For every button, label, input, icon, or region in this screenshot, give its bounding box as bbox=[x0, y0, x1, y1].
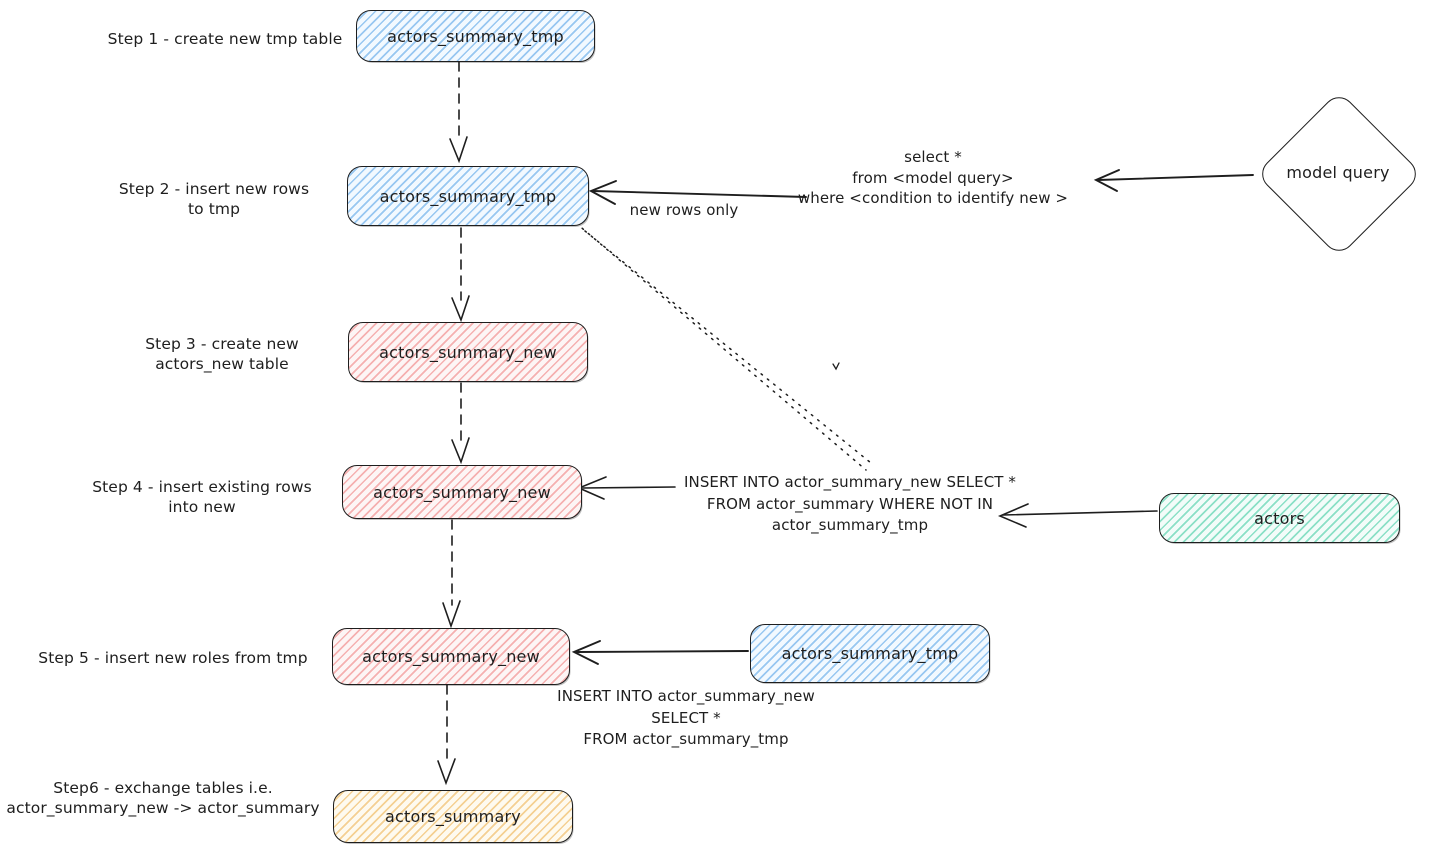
dotted-link-step2-to-step4-sql bbox=[575, 222, 872, 471]
step2-label: Step 2 - insert new rows to tmp bbox=[118, 180, 310, 218]
node-step3-actors-summary-new: actors_summary_new bbox=[348, 322, 588, 382]
arrow-step1-to-step2 bbox=[449, 61, 468, 164]
node-label: actors_summary_tmp bbox=[387, 26, 564, 46]
arrow-model-query-to-sql bbox=[1093, 169, 1254, 192]
step5-label: Step 5 - insert new roles from tmp bbox=[38, 649, 308, 667]
node-label: actors_summary_new bbox=[362, 647, 540, 666]
step6-label: Step6 - exchange tables i.e. actor_summa… bbox=[6, 779, 320, 817]
step5-sql-text: INSERT INTO actor_summary_new SELECT * F… bbox=[557, 687, 815, 748]
node-step5-actors-summary-new: actors_summary_new bbox=[332, 628, 570, 685]
arrow-sql-to-step4-box bbox=[576, 476, 676, 500]
node-step5-source-actors-summary-tmp: actors_summary_tmp bbox=[750, 624, 990, 683]
node-label: actors_summary_new bbox=[373, 482, 551, 502]
node-label: actors_summary_new bbox=[379, 342, 557, 362]
node-step2-actors-summary-tmp: actors_summary_tmp bbox=[347, 166, 589, 226]
node-step1-actors-summary-tmp: actors_summary_tmp bbox=[356, 10, 595, 62]
node-label: actors_summary_tmp bbox=[781, 644, 959, 663]
node-label: actors_summary_tmp bbox=[379, 186, 557, 206]
node-step4-actors-summary-new: actors_summary_new bbox=[342, 465, 582, 519]
node-label: actors bbox=[1254, 508, 1305, 528]
node-step6-actors-summary: actors_summary bbox=[333, 790, 573, 843]
arrow-step2-to-step3 bbox=[451, 227, 470, 323]
model-query-label: model query bbox=[1286, 163, 1390, 182]
step3-label: Step 3 - create new actors_new table bbox=[145, 335, 299, 373]
arrow-tmp-to-step5-box bbox=[571, 640, 749, 665]
step4-label: Step 4 - insert existing rows into new bbox=[92, 478, 312, 516]
step4-sql-text: INSERT INTO actor_summary_new SELECT * F… bbox=[683, 473, 1017, 534]
arrow-step4-to-step5 bbox=[442, 519, 461, 629]
arrow-step3-to-step4 bbox=[451, 382, 470, 465]
step1-label: Step 1 - create new tmp table bbox=[107, 30, 343, 48]
arrow-step5-to-step6 bbox=[437, 684, 456, 786]
stray-tick-mark bbox=[832, 362, 840, 371]
model-query-sql-text: select * from <model query> where <condi… bbox=[797, 148, 1069, 207]
node-label: actors_summary bbox=[385, 807, 521, 826]
new-rows-only-label: new rows only bbox=[629, 201, 739, 219]
node-actors: actors bbox=[1159, 493, 1400, 543]
